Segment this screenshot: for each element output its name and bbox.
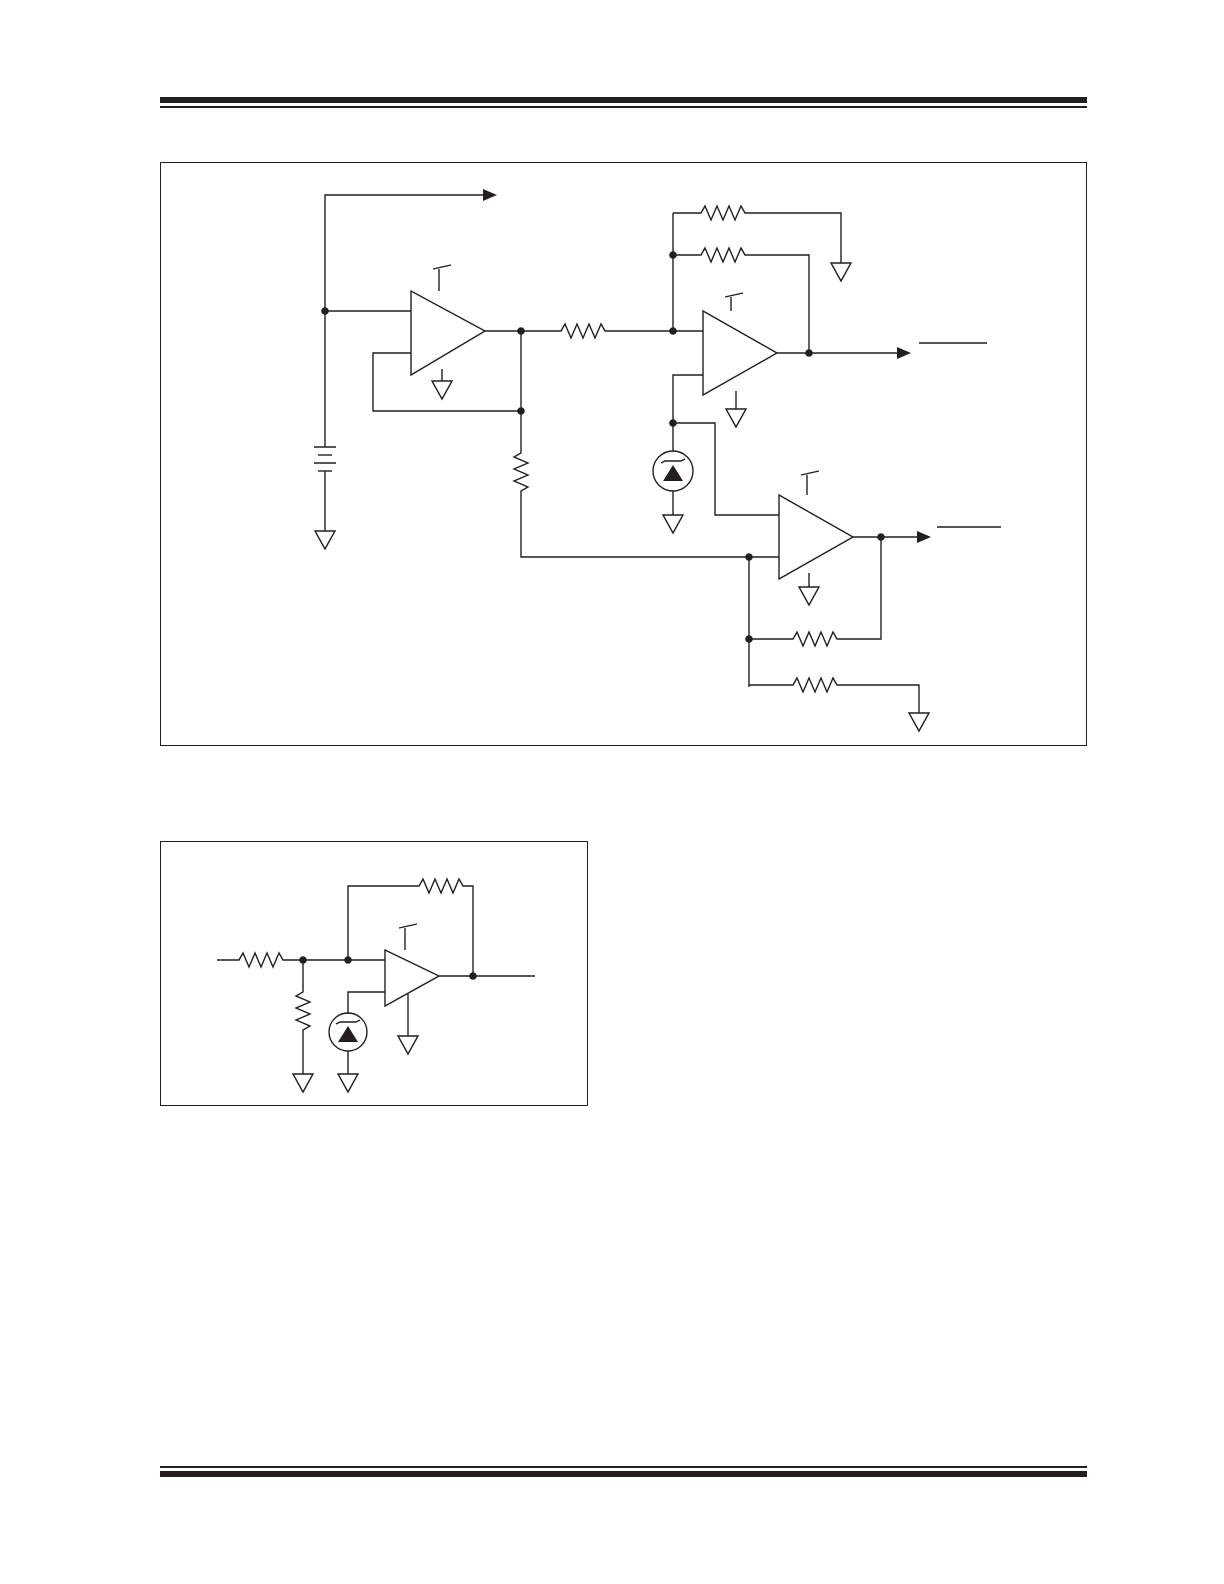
wire-buffer-feedback <box>372 352 521 412</box>
r-shunt <box>294 960 312 1074</box>
ground-feedback-upper <box>829 262 853 283</box>
ground-battery <box>313 530 337 551</box>
r-feedback <box>347 877 474 976</box>
ground-opamp-lower <box>797 586 821 607</box>
figure-top-schematic <box>160 162 1087 746</box>
figure-bottom-svg <box>217 877 535 1094</box>
wire-buffer-out <box>485 330 522 411</box>
header-rule-thin <box>160 106 1087 108</box>
figure-bottom-schematic <box>160 841 588 1106</box>
r-feedback-upper-b <box>673 246 810 353</box>
figure-top-svg <box>313 189 1001 733</box>
ground-opamp-upper <box>724 408 748 429</box>
opamp-upper <box>702 309 779 397</box>
ground-opamp-single <box>396 1035 420 1056</box>
junction-dot <box>321 307 329 315</box>
opamp-single <box>384 948 441 1008</box>
zener-ref-bottom <box>328 1012 368 1052</box>
output-arrow-top <box>483 189 497 201</box>
ground-feedback-lower <box>907 712 931 733</box>
output-arrow-lower <box>917 531 931 543</box>
wire-ref-to-lower <box>673 422 779 516</box>
r-divider <box>512 411 749 558</box>
r-feedback-lower-b <box>749 676 920 713</box>
ground-zener-bottom <box>336 1073 360 1094</box>
wire-supply <box>324 194 483 447</box>
r-series <box>521 322 673 340</box>
header-rule-thick <box>160 97 1087 103</box>
r-feedback-lower-a <box>749 537 882 648</box>
footer-rule-thick <box>160 1471 1087 1477</box>
r-input <box>217 951 385 969</box>
r-feedback-upper-a <box>673 204 842 243</box>
opamp-lower <box>778 493 855 581</box>
ground-zener <box>661 514 685 535</box>
battery <box>314 446 336 531</box>
ground-buffer <box>430 380 454 401</box>
zener-ref-top <box>652 450 694 492</box>
opamp-buffer <box>410 289 487 377</box>
output-arrow-upper <box>897 347 911 359</box>
footer-rule-thin <box>160 1466 1087 1468</box>
ground-shunt <box>291 1073 315 1094</box>
